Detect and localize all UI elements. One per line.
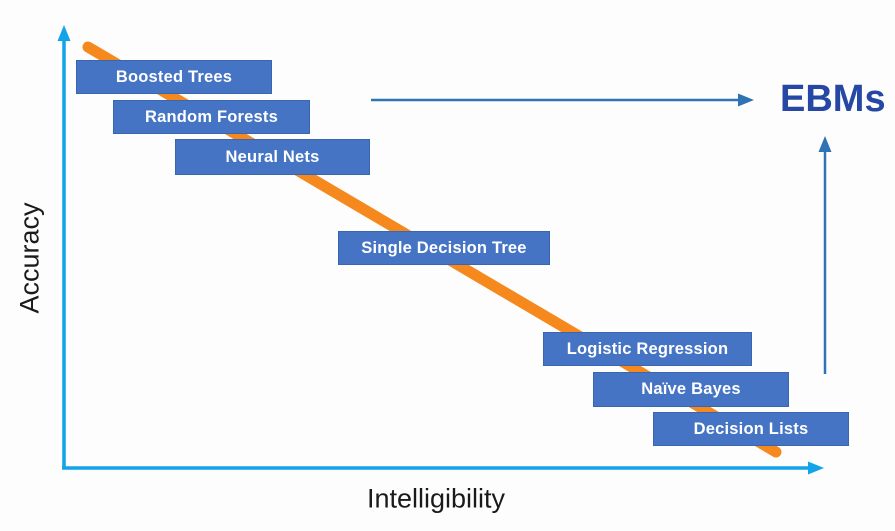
method-box-decision-lists: Decision Lists bbox=[653, 412, 849, 446]
method-box-boosted-trees: Boosted Trees bbox=[76, 60, 272, 94]
method-box-single-decision-tree: Single Decision Tree bbox=[338, 231, 550, 265]
method-box-random-forests: Random Forests bbox=[113, 100, 310, 134]
ebms-right-arrowhead-icon bbox=[738, 93, 754, 107]
ebms-label: EBMs bbox=[780, 78, 886, 120]
method-box-naive-bayes: Naïve Bayes bbox=[593, 372, 789, 407]
y-axis-arrowhead-icon bbox=[57, 25, 71, 41]
x-axis-arrowhead-icon bbox=[808, 461, 824, 475]
ebms-up-arrowhead-icon bbox=[818, 136, 832, 152]
x-axis-label: Intelligibility bbox=[366, 483, 506, 514]
method-box-neural-nets: Neural Nets bbox=[175, 139, 370, 175]
y-axis-label: Accuracy bbox=[14, 202, 45, 314]
method-box-logistic-regression: Logistic Regression bbox=[543, 332, 752, 366]
